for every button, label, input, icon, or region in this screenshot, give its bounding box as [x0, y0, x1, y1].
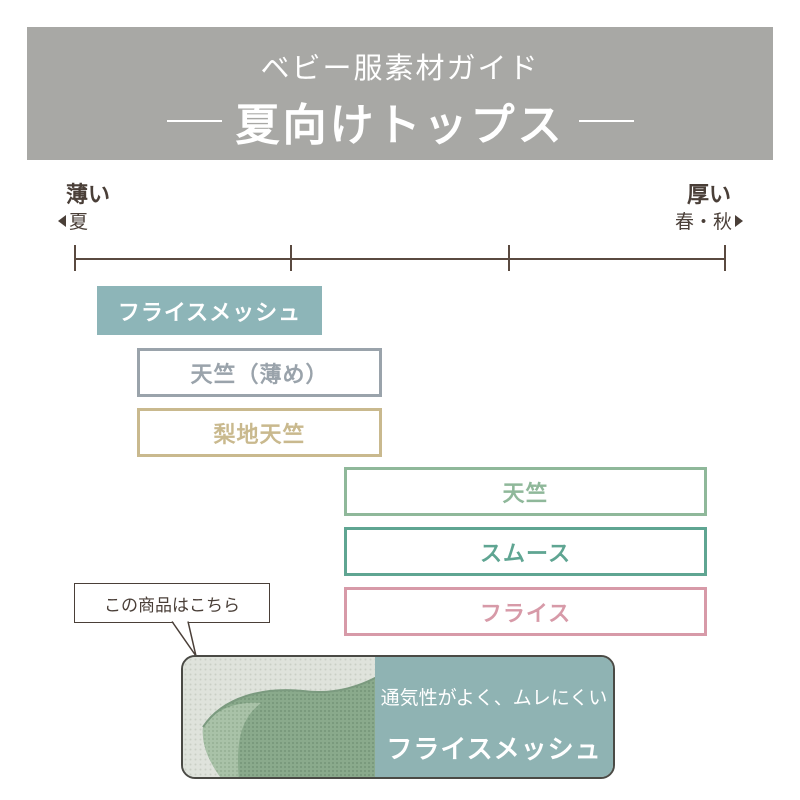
mesh-fabric-image — [183, 657, 377, 777]
material-bar-fraise: フライス — [344, 587, 707, 636]
triangle-right-icon — [735, 214, 744, 227]
material-bar-tenjiku-thin: 天竺（薄め） — [137, 348, 382, 397]
thickness-axis — [75, 258, 726, 260]
callout-text: この商品はこちら — [104, 595, 240, 616]
banner-subtitle: ベビー服素材ガイド — [260, 51, 540, 85]
material-bar-fraise-mesh: フライスメッシュ — [97, 286, 322, 335]
material-bar-smooth: スムース — [344, 527, 707, 576]
thin-label: 薄い — [66, 183, 111, 208]
material-bar-tenjiku: 天竺 — [344, 467, 707, 516]
title-dash-right — [578, 120, 634, 122]
title-dash-left — [166, 120, 222, 122]
thick-label: 厚い — [687, 183, 732, 208]
callout-tail-icon — [171, 620, 197, 657]
axis-tick-1 — [74, 245, 76, 271]
product-description: 通気性がよく、ムレにくい — [380, 687, 608, 709]
thick-season-text: 春・秋 — [675, 211, 733, 233]
product-info-panel: 通気性がよく、ムレにくい フライスメッシュ — [375, 657, 613, 777]
product-name: フライスメッシュ — [386, 735, 602, 765]
product-card[interactable]: 通気性がよく、ムレにくい フライスメッシュ — [181, 655, 615, 779]
axis-tick-2 — [290, 245, 292, 271]
axis-tick-3 — [508, 245, 510, 271]
product-callout: この商品はこちら — [74, 583, 270, 623]
axis-tick-4 — [724, 245, 726, 271]
header-banner: ベビー服素材ガイド 夏向けトップス — [27, 27, 773, 160]
thick-season: 春・秋 — [675, 207, 744, 234]
thin-season-text: 夏 — [69, 211, 89, 233]
banner-title-row: 夏向けトップス — [27, 91, 773, 151]
material-bar-nashiji-tenjiku: 梨地天竺 — [137, 408, 382, 457]
banner-title: 夏向けトップス — [235, 100, 565, 151]
thin-season: 夏 — [58, 207, 88, 234]
triangle-left-icon — [58, 214, 66, 227]
